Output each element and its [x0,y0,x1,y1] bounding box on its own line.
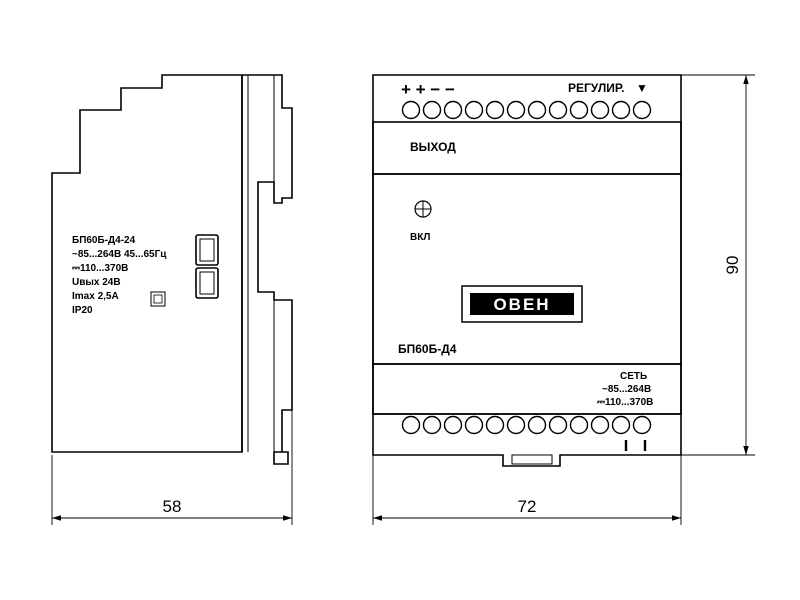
top-terminal-5 [485,100,505,120]
top-terminal-8 [548,100,568,120]
top-terminal-9 [569,100,589,120]
bottom-terminal-8 [548,415,568,435]
front-view [372,74,682,467]
mains-ac-range: ~85...264В [602,384,651,395]
bottom-terminal-6 [506,415,526,435]
side-width-dimension [51,410,293,525]
side-din-rail-outline [242,74,293,465]
bottom-terminal-3 [443,415,463,435]
top-terminal-7 [527,100,547,120]
model-label: БП60Б-Д4 [398,342,457,356]
side-body-outline [51,74,243,453]
bottom-terminal-12 [632,415,652,435]
top-terminal-10 [590,100,610,120]
top-terminal-3 [443,100,463,120]
bottom-terminal-5 [485,415,505,435]
bottom-terminal-7 [527,415,547,435]
bottom-terminal-10 [590,415,610,435]
power-label: ВКЛ [410,232,430,243]
side-mark-square [150,291,166,307]
side-label: БП60Б-Д4-24 ~85...264В 45...65Гц ⎓110...… [72,235,167,316]
side-label-line-6: IP20 [72,305,93,316]
terminal-polarity-marks: + + − − [401,80,455,99]
side-terminal-2 [195,267,219,299]
side-width-label: 58 [163,497,182,516]
side-view [51,74,293,465]
side-terminal-1 [195,234,219,266]
mains-dc-range: ⎓110...370В [597,397,653,408]
bottom-terminal-row [401,415,652,435]
top-terminal-11 [611,100,631,120]
side-label-line-4: Uвых 24В [72,277,121,288]
adjust-arrow-icon: ▼ [636,81,648,95]
bottom-terminal-2 [422,415,442,435]
top-terminal-6 [506,100,526,120]
mains-title: СЕТЬ [620,371,647,382]
height-label: 90 [723,256,742,275]
top-terminal-2 [422,100,442,120]
top-terminal-12 [632,100,652,120]
bottom-terminal-9 [569,415,589,435]
adjust-label: РЕГУЛИР. [568,81,624,95]
bottom-terminal-11 [611,415,631,435]
top-terminal-row [401,100,652,120]
output-label: ВЫХОД [410,140,456,154]
top-terminal-4 [464,100,484,120]
top-terminal-1 [401,100,421,120]
side-label-line-2: ~85...264В 45...65Гц [72,249,167,260]
height-dimension [681,74,755,456]
brand-logo: ОВЕН [461,285,583,323]
side-label-line-1: БП60Б-Д4-24 [72,235,136,246]
front-width-label: 72 [518,497,537,516]
bottom-terminal-1 [401,415,421,435]
side-label-line-3: ⎓110...370В [72,263,128,274]
logo-text: ОВЕН [493,295,550,314]
bottom-terminal-4 [464,415,484,435]
front-width-dimension [372,455,682,525]
side-label-line-5: Imax 2,5А [72,291,119,302]
